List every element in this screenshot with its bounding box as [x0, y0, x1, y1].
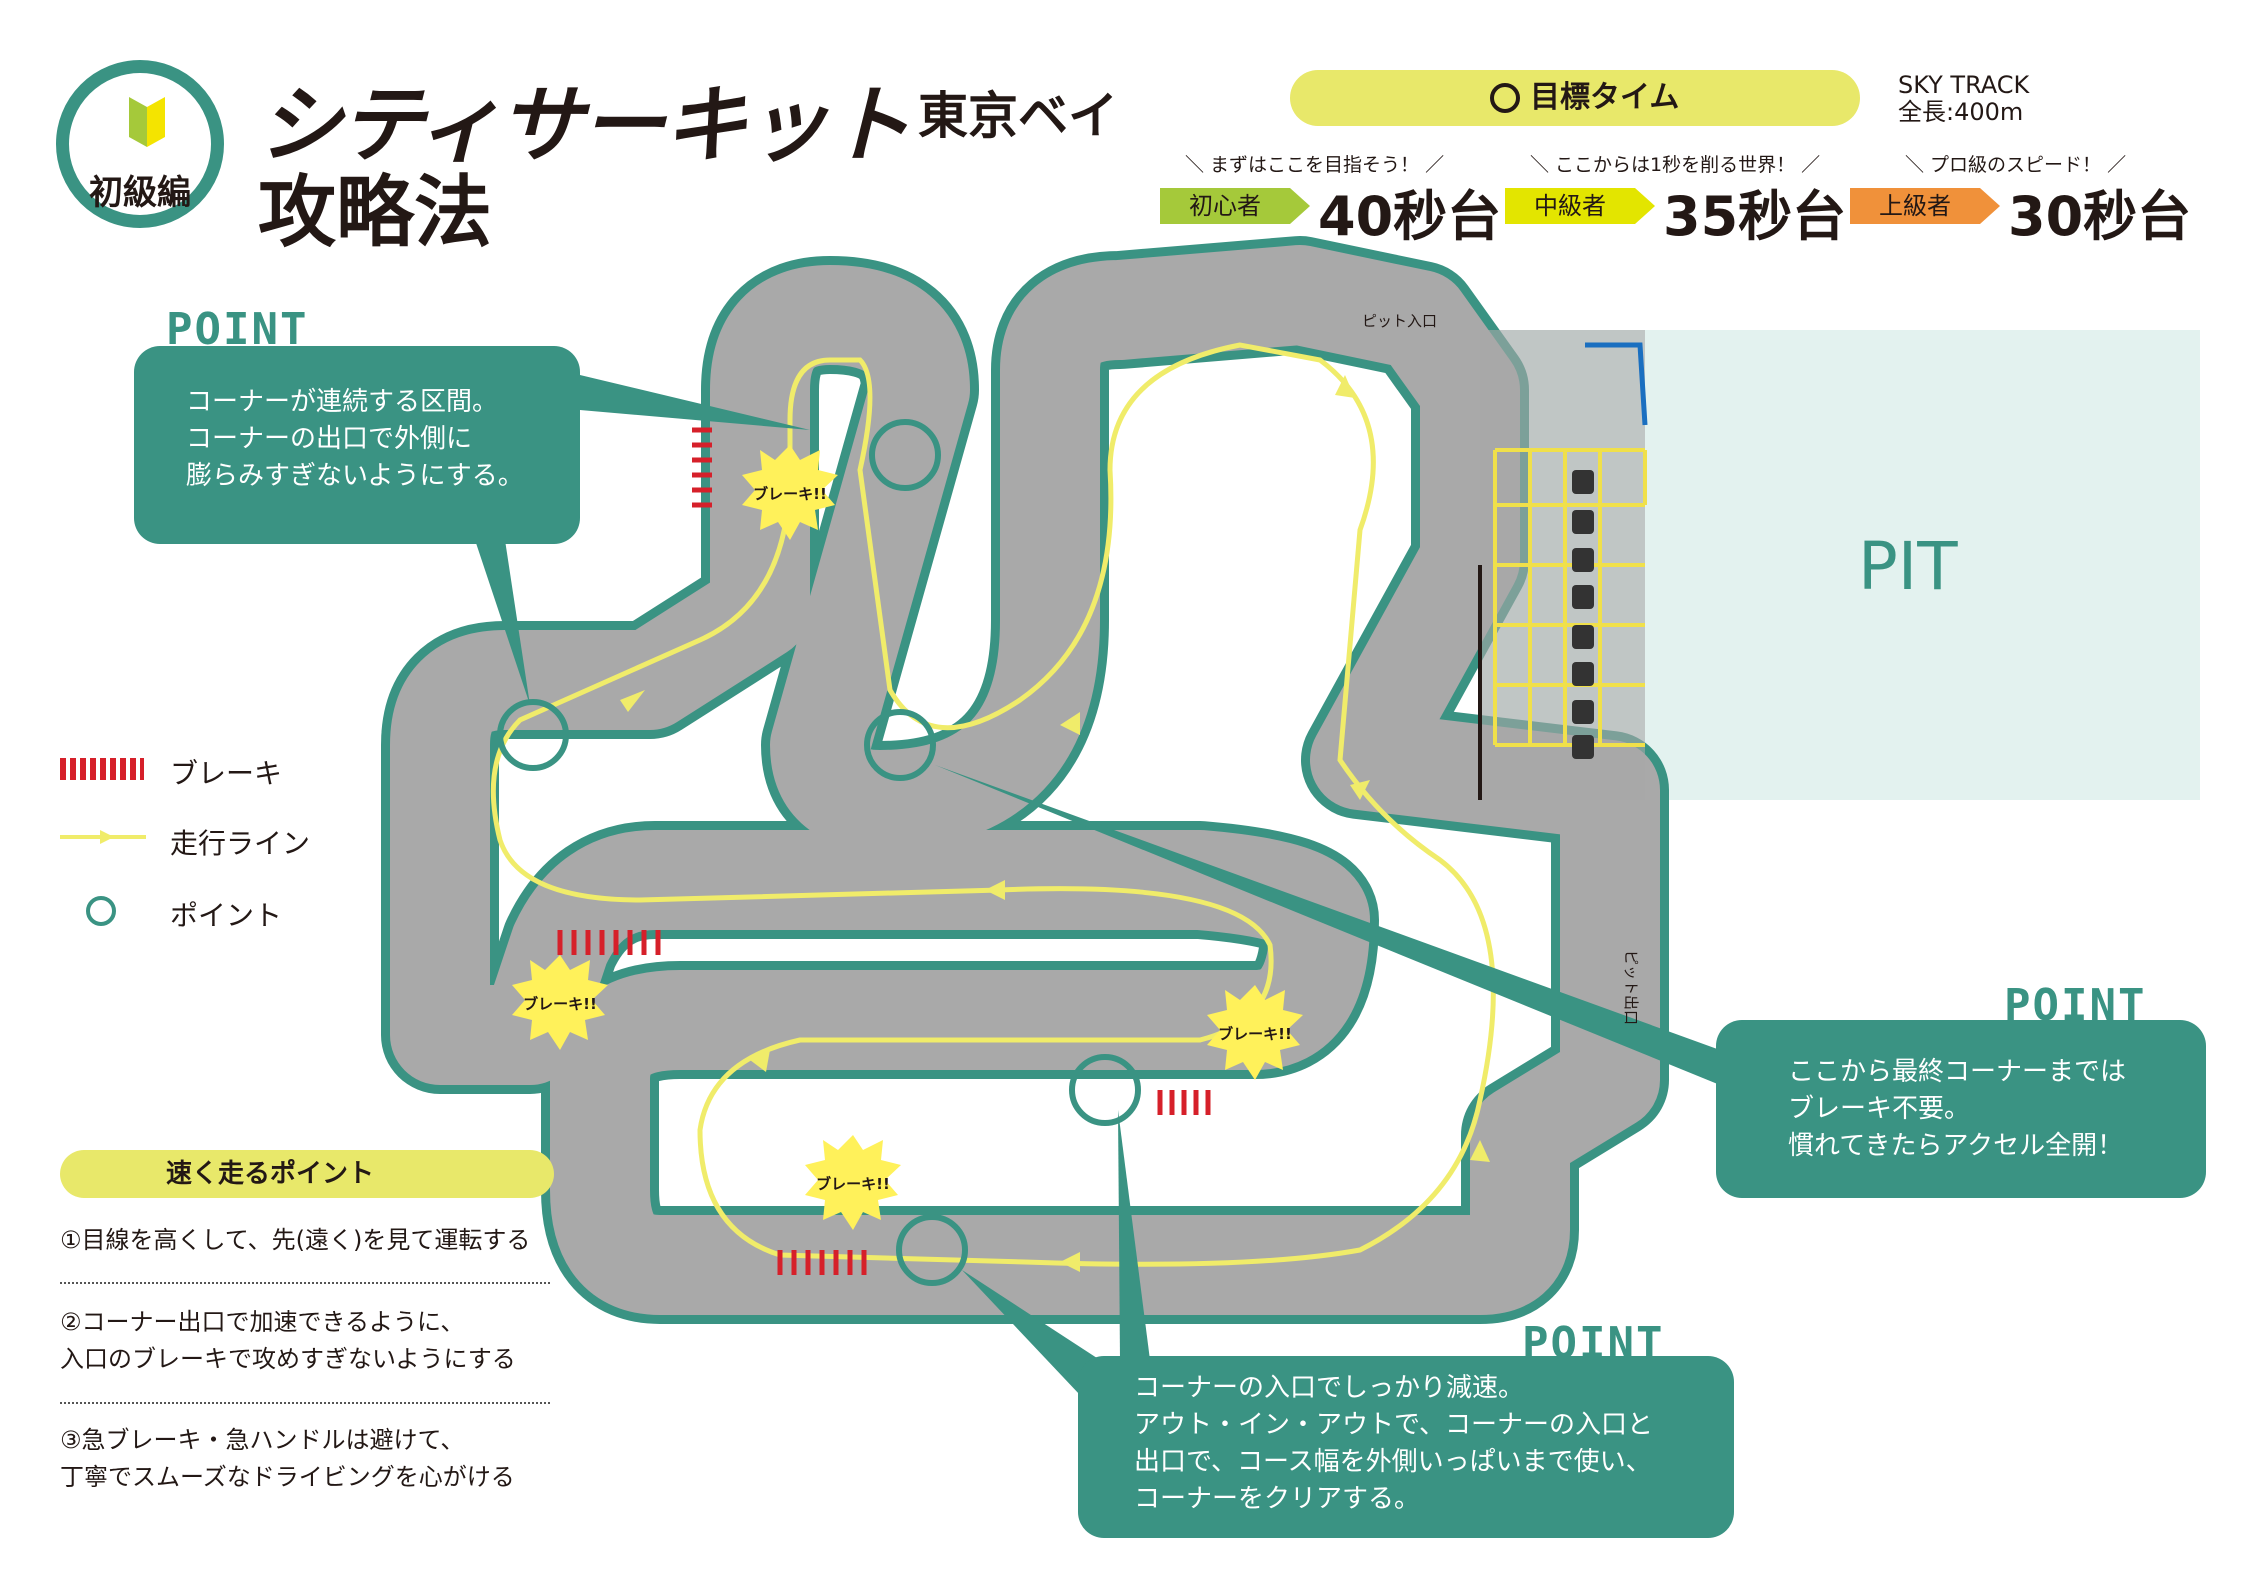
- track-info: SKY TRACK 全長:400m: [1898, 72, 2029, 126]
- point-circles: [497, 419, 1141, 1286]
- page-subtitle: 攻略法: [258, 168, 493, 258]
- legend-point-label: ポイント: [170, 899, 283, 932]
- level-note-intermediate: ＼ ここからは1秒を削る世界！ ／: [1530, 154, 1821, 176]
- page-title-suffix: 東京ベイ: [918, 87, 1118, 145]
- legend-brake-label: ブレーキ: [170, 757, 283, 790]
- callout-final-corner-text: ここから最終コーナーまでは ブレーキ不要。 慣れてきたらアクセル全開！: [1788, 1057, 2127, 1161]
- brake-burst-label-3: ブレーキ!!: [1218, 1025, 1292, 1043]
- level-arrow-beginner: [1290, 188, 1310, 224]
- callout-corner-sequence: コーナーが連続する区間。 コーナーの出口で外側に 膨らみすぎないようにする。: [134, 346, 580, 544]
- tip-divider: [60, 1282, 550, 1284]
- level-tag-intermediate: 中級者: [1505, 188, 1635, 224]
- tips-title: 速く走るポイント: [165, 1159, 374, 1189]
- tip-divider: [60, 1402, 550, 1404]
- level-arrow-intermediate: [1635, 188, 1655, 224]
- callout-final-corner: ここから最終コーナーまでは ブレーキ不要。 慣れてきたらアクセル全開！: [1716, 1020, 2206, 1198]
- level-tag-advanced: 上級者: [1850, 188, 1980, 224]
- tip-item: ②コーナー出口で加速できるように、 入口のブレーキで攻めすぎないようにする: [60, 1308, 516, 1373]
- brake-burst-label-1: ブレーキ!!: [753, 485, 827, 503]
- level-note-beginner: ＼ まずはここを目指そう！ ／: [1185, 154, 1445, 176]
- target-label: 目標タイム: [1530, 80, 1680, 115]
- badge-label: 初級編: [89, 173, 191, 213]
- pit-label: PIT: [1858, 528, 1958, 605]
- pit-grid: [1478, 330, 1648, 800]
- callout-corner-entry-text: コーナーの入口でしっかり減速。 アウト・イン・アウトで、コーナーの入口と 出口で…: [1134, 1373, 1653, 1514]
- callout-corner-sequence-text: コーナーが連続する区間。 コーナーの出口で外側に 膨らみすぎないようにする。: [186, 387, 524, 491]
- level-arrow-advanced: [1980, 188, 2000, 224]
- tip-item: ③急ブレーキ・急ハンドルは避けて、 丁寧でスムーズなドライビングを心がける: [60, 1426, 515, 1491]
- target-bar: [1290, 70, 1860, 126]
- pit-entrance-label: ピット入口: [1362, 312, 1438, 330]
- track-surface: [381, 236, 1669, 1324]
- callout-corner-entry: コーナーの入口でしっかり減速。 アウト・イン・アウトで、コーナーの入口と 出口で…: [1078, 1356, 1734, 1538]
- track-length: 全長:400m: [1898, 98, 2024, 126]
- level-note-advanced: ＼ プロ級のスピード！ ／: [1905, 154, 2127, 176]
- brake-bursts: [512, 445, 1303, 1230]
- level-time-beginner: 40秒台: [1318, 185, 1502, 248]
- callout-pointers: [475, 375, 1720, 1395]
- legend-point-swatch: [86, 896, 116, 926]
- pit-exit-label: ピット出口: [1622, 950, 1640, 1026]
- brake-burst-label-4: ブレーキ!!: [816, 1175, 890, 1193]
- page-title: シティサーキット: [258, 76, 911, 174]
- level-badge: 初級編: [56, 60, 224, 228]
- legend-line-label: 走行ライン: [170, 827, 311, 860]
- tip-item: ①目線を高くして、先(遠く)を見て運転する: [60, 1226, 531, 1254]
- racing-line: [490, 342, 1496, 1267]
- level-time-intermediate: 35秒台: [1663, 185, 1847, 248]
- line-arrows: [620, 375, 1490, 1272]
- clock-icon: [1490, 83, 1520, 113]
- beginner-mark-icon: [129, 97, 165, 147]
- level-time-advanced: 30秒台: [2008, 185, 2192, 248]
- legend-line-swatch: [60, 830, 146, 844]
- tips-bar: [60, 1150, 554, 1198]
- brake-burst-label-2: ブレーキ!!: [523, 995, 597, 1013]
- level-tag-beginner: 初心者: [1160, 188, 1290, 224]
- brake-zones: [557, 427, 1211, 1275]
- legend-brake-swatch: [60, 758, 144, 780]
- track-name: SKY TRACK: [1898, 71, 2030, 99]
